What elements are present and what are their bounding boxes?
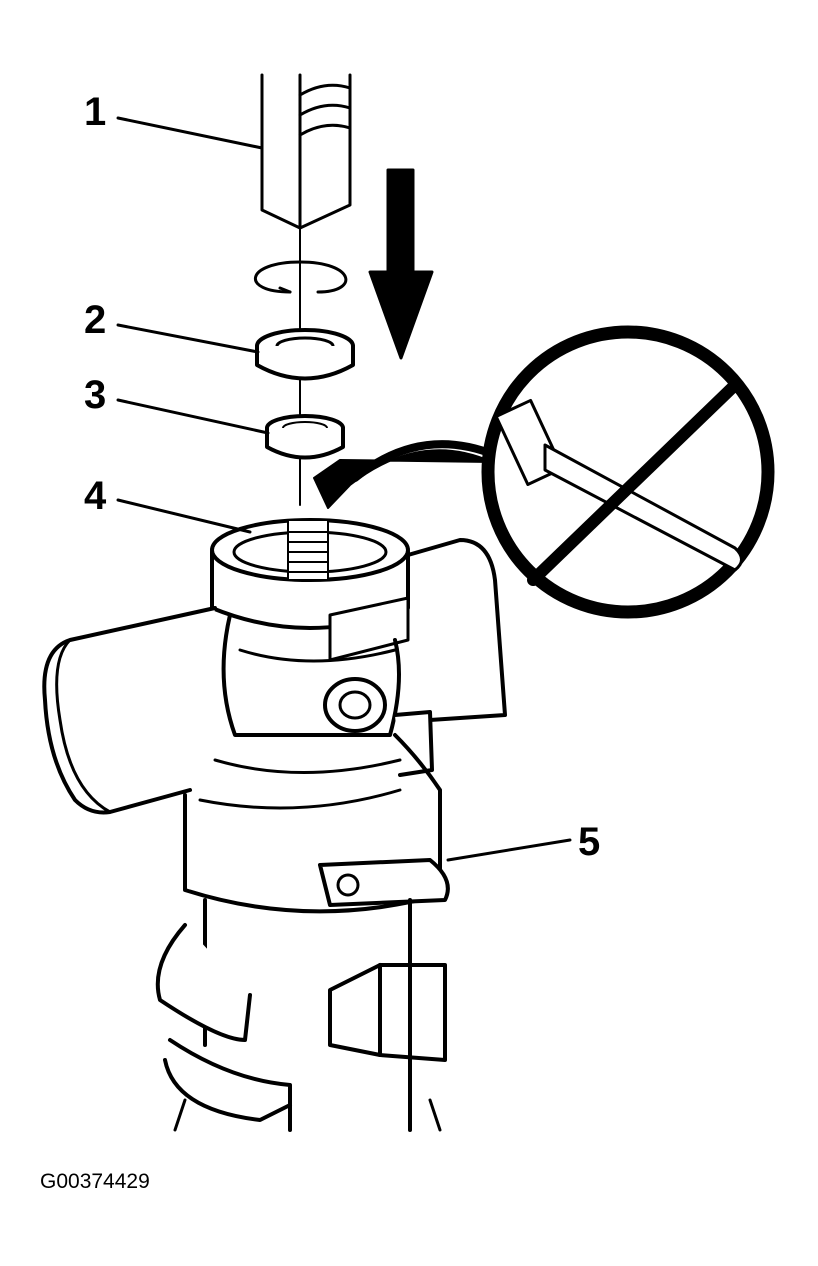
callout-2: 2 xyxy=(84,298,107,342)
seal xyxy=(267,416,343,458)
leader-3 xyxy=(118,400,268,433)
leader-2 xyxy=(118,325,258,352)
callout-3: 3 xyxy=(84,373,107,417)
down-arrow-icon xyxy=(370,170,432,358)
callout-5: 5 xyxy=(578,820,601,864)
figure-id: G00374429 xyxy=(40,1170,150,1193)
leader-1 xyxy=(118,118,262,148)
callout-1: 1 xyxy=(84,90,107,134)
installer-tool xyxy=(262,75,350,228)
gear-housing xyxy=(44,520,505,1130)
leader-4 xyxy=(118,500,250,532)
callout-4: 4 xyxy=(84,474,107,518)
curved-arrow xyxy=(314,450,492,508)
washer xyxy=(257,330,353,379)
leader-5 xyxy=(448,840,570,860)
no-hammer-icon xyxy=(488,332,768,612)
retaining-ring xyxy=(255,262,345,292)
